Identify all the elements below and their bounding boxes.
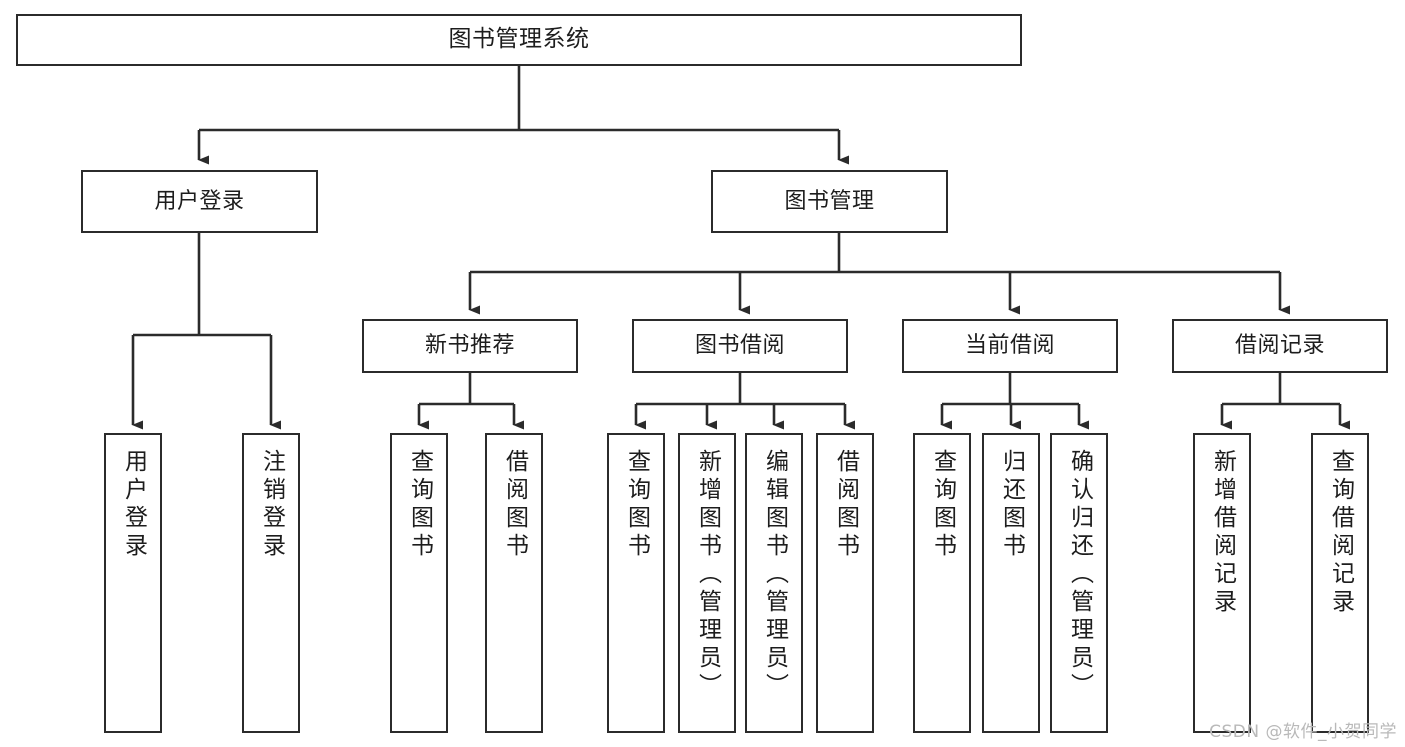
leaf-return-book[interactable]: 归还图书 xyxy=(982,433,1040,733)
leaf-logout[interactable]: 注销登录 xyxy=(242,433,300,733)
node-label: 用户登录 xyxy=(120,449,147,561)
node-label: 新书推荐 xyxy=(424,333,515,359)
leaf-borrow-book-recommendation[interactable]: 借阅图书 xyxy=(485,433,543,733)
leaf-confirm-return-admin[interactable]: 确认归还（管理员） xyxy=(1050,433,1108,733)
leaf-add-borrow-record[interactable]: 新增借阅记录 xyxy=(1193,433,1251,733)
node-label: 编辑图书（管理员） xyxy=(761,449,788,701)
leaf-query-borrow-record[interactable]: 查询借阅记录 xyxy=(1311,433,1369,733)
node-label: 查询图书 xyxy=(406,449,433,561)
node-label: 借阅图书 xyxy=(501,449,528,561)
node-label: 图书管理 xyxy=(784,188,875,214)
node-label: 注销登录 xyxy=(258,449,285,561)
node-label: 借阅记录 xyxy=(1234,333,1325,359)
node-borrow-record[interactable]: 借阅记录 xyxy=(1172,319,1388,373)
node-label: 确认归还（管理员） xyxy=(1066,449,1093,701)
leaf-add-book-admin[interactable]: 新增图书（管理员） xyxy=(678,433,736,733)
leaf-query-book-borrow[interactable]: 查询图书 xyxy=(607,433,665,733)
node-book-borrow[interactable]: 图书借阅 xyxy=(632,319,848,373)
node-label: 归还图书 xyxy=(998,449,1025,561)
leaf-edit-book-admin[interactable]: 编辑图书（管理员） xyxy=(745,433,803,733)
node-book-management[interactable]: 图书管理 xyxy=(711,170,948,233)
leaf-query-book-recommendation[interactable]: 查询图书 xyxy=(390,433,448,733)
node-label: 图书借阅 xyxy=(694,333,785,359)
leaf-user-login[interactable]: 用户登录 xyxy=(104,433,162,733)
node-label: 查询图书 xyxy=(929,449,956,561)
csdn-watermark: CSDN @软件_小贺同学 xyxy=(1209,722,1397,742)
node-label: 查询图书 xyxy=(623,449,650,561)
node-label: 查询借阅记录 xyxy=(1327,449,1354,617)
node-label: 借阅图书 xyxy=(832,449,859,561)
node-label: 新增图书（管理员） xyxy=(694,449,721,701)
node-new-book-recommendation[interactable]: 新书推荐 xyxy=(362,319,578,373)
node-current-borrow[interactable]: 当前借阅 xyxy=(902,319,1118,373)
node-user-login[interactable]: 用户登录 xyxy=(81,170,318,233)
node-label: 当前借阅 xyxy=(964,333,1055,359)
node-root-system[interactable]: 图书管理系统 xyxy=(16,14,1022,66)
node-label: 新增借阅记录 xyxy=(1209,449,1236,617)
leaf-borrow-book[interactable]: 借阅图书 xyxy=(816,433,874,733)
leaf-query-book-current[interactable]: 查询图书 xyxy=(913,433,971,733)
node-label: 用户登录 xyxy=(154,188,245,214)
node-label: 图书管理系统 xyxy=(448,26,590,53)
